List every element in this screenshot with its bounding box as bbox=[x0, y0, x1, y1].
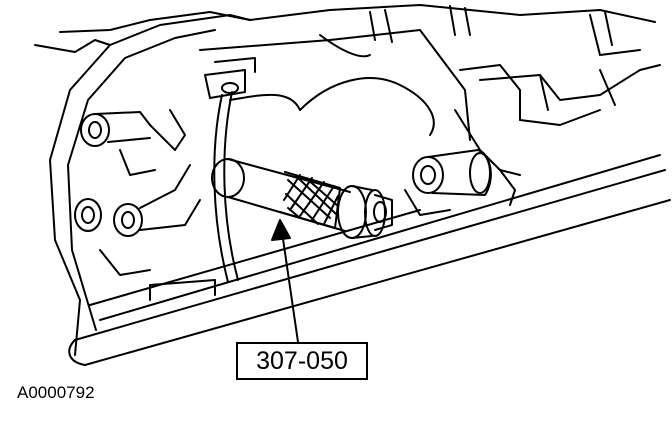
tool-number-callout: 307-050 bbox=[236, 342, 368, 380]
case-boss-right bbox=[404, 149, 516, 216]
case-rails bbox=[68, 154, 671, 366]
puller-tool bbox=[211, 158, 393, 239]
callout-leader bbox=[271, 219, 299, 343]
inner-bore bbox=[204, 57, 256, 283]
front-bosses bbox=[74, 109, 201, 276]
transmission-case bbox=[34, 4, 661, 356]
figure-id: A0000792 bbox=[17, 383, 95, 402]
